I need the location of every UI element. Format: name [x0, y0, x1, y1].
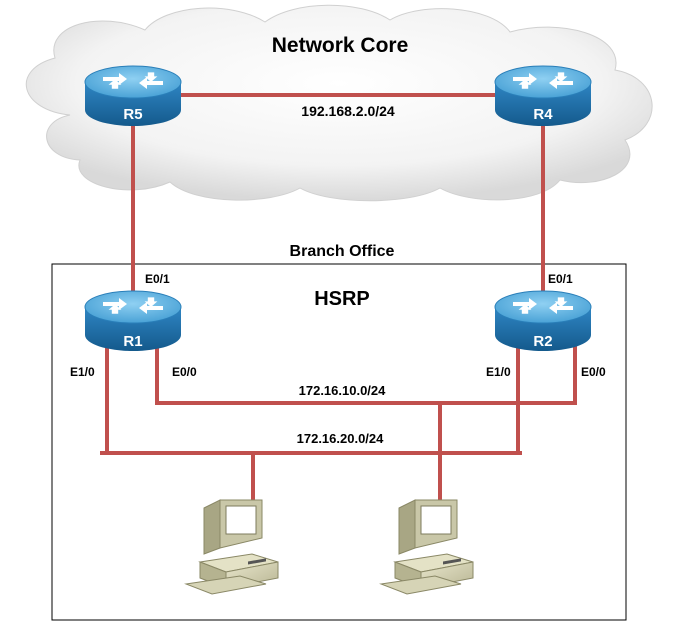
- router-r2-label: R2: [533, 333, 552, 350]
- workstation-right[interactable]: [380, 499, 474, 595]
- workstation-icon: [380, 499, 474, 595]
- network-core-cloud: [25, 4, 653, 202]
- hsrp-label: HSRP: [314, 288, 370, 310]
- router-r1-label: R1: [123, 333, 142, 350]
- router-r2[interactable]: R2: [494, 290, 592, 352]
- network-lan20-subnet: 172.16.20.0/24: [297, 431, 385, 446]
- router-r1[interactable]: R1: [84, 290, 182, 352]
- router-r4-label: R4: [533, 106, 553, 123]
- links: [100, 93, 577, 500]
- r1-e10-label: E1/0: [70, 365, 95, 379]
- network-core-subnet: 192.168.2.0/24: [301, 103, 395, 119]
- router-r5[interactable]: R5: [84, 65, 182, 127]
- r1-e01-label: E0/1: [145, 272, 170, 286]
- r1-e00-label: E0/0: [172, 365, 197, 379]
- branch-office-title: Branch Office: [290, 243, 395, 260]
- network-lan10-subnet: 172.16.10.0/24: [299, 383, 387, 398]
- cloud-title: Network Core: [272, 34, 409, 57]
- router-r5-label: R5: [123, 106, 142, 123]
- router-r4[interactable]: R4: [494, 65, 592, 127]
- r2-e00-label: E0/0: [581, 365, 606, 379]
- branch-office-frame: [51, 263, 627, 621]
- workstation-left[interactable]: [185, 499, 279, 595]
- workstation-icon: [185, 499, 279, 595]
- r2-e10-label: E1/0: [486, 365, 511, 379]
- r2-e01-label: E0/1: [548, 272, 573, 286]
